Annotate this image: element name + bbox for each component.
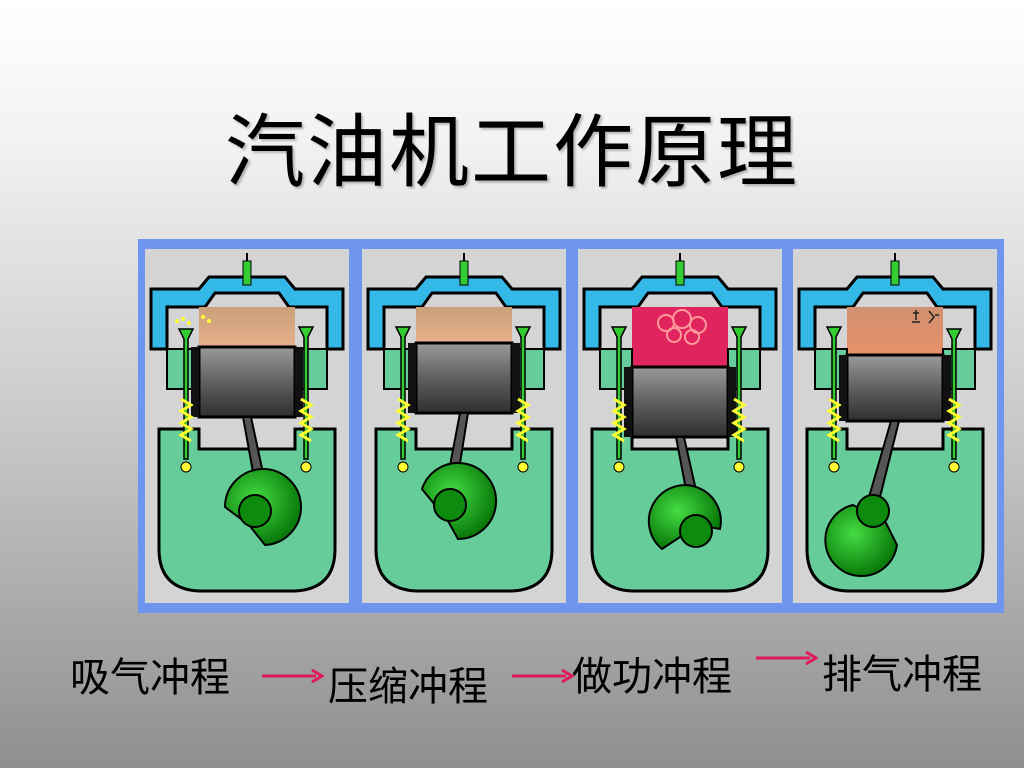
exhaust-stroke-panel [793, 249, 997, 603]
intake-valve-icon [394, 326, 412, 473]
spark-plug-icon [242, 260, 252, 286]
intake-flow-icon [175, 315, 211, 325]
arrow-right-icon [512, 668, 574, 684]
intake-stroke-label: 吸气冲程 [70, 655, 230, 701]
piston [197, 345, 297, 419]
arrow-right-icon [262, 668, 324, 684]
compression-engine-diagram [366, 253, 562, 593]
intake-engine-diagram [149, 253, 345, 593]
spark-plug-icon [890, 260, 900, 286]
exhaust-gas-icon [912, 310, 939, 324]
cylinder-gas [416, 307, 512, 343]
exhaust-engine-diagram [797, 253, 993, 593]
piston [630, 365, 730, 439]
exhaust-stroke-label: 排气冲程 [822, 652, 982, 698]
compression-stroke-label: 压缩冲程 [328, 664, 488, 710]
piston [845, 353, 945, 423]
cylinder-gas [199, 307, 295, 347]
cooling-jacket-icon [149, 275, 345, 351]
exhaust-valve-icon [945, 328, 963, 473]
power-stroke-panel [578, 249, 782, 603]
cooling-jacket-icon [797, 275, 993, 351]
cooling-jacket-icon [366, 275, 562, 351]
slide-title: 汽油机工作原理 [225, 106, 799, 199]
spark-plug-icon [675, 260, 685, 286]
exhaust-valve-icon [297, 326, 315, 473]
intake-valve-icon [825, 326, 843, 473]
power-stroke-label: 做功冲程 [572, 654, 732, 700]
intake-valve-icon [177, 328, 195, 473]
exhaust-valve-icon [514, 326, 532, 473]
intake-stroke-panel [145, 249, 349, 603]
power-engine-diagram [582, 253, 778, 593]
diagram-frame [138, 239, 1004, 613]
spark-plug-icon [459, 260, 469, 286]
cooling-jacket-icon [582, 275, 778, 351]
intake-valve-icon [610, 326, 628, 473]
cylinder-gas [847, 307, 943, 355]
compression-stroke-panel [362, 249, 566, 603]
piston [414, 341, 514, 415]
exhaust-valve-icon [730, 326, 748, 473]
arrow-right-icon [756, 650, 818, 666]
crankshaft-icon [647, 484, 722, 551]
explosion-icon [657, 309, 707, 345]
